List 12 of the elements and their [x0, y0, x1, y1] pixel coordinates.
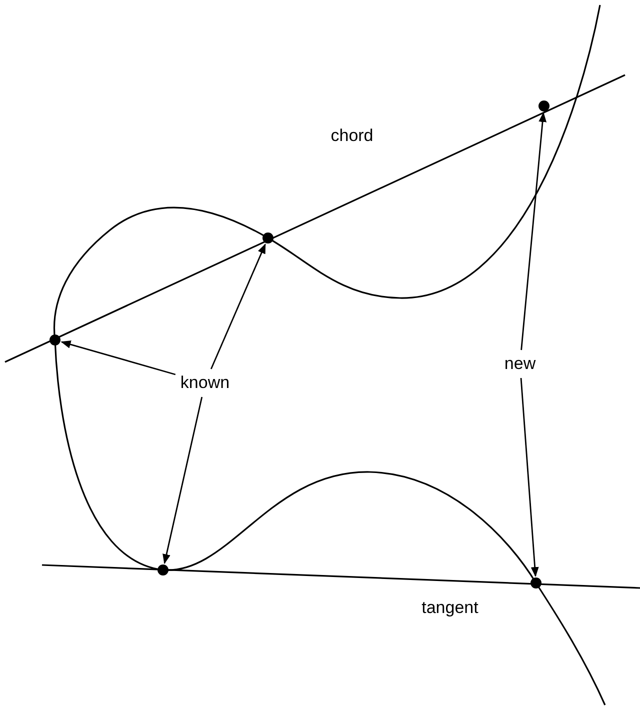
line-label: chord	[330, 125, 374, 147]
point-dot	[538, 100, 550, 112]
line-label: tangent	[420, 597, 480, 619]
point-dot	[158, 564, 168, 576]
arrow	[520, 112, 547, 350]
arrow	[210, 243, 266, 370]
arrow	[520, 378, 539, 577]
point-dot	[50, 334, 60, 346]
point-dot	[530, 578, 542, 588]
point-dot	[262, 232, 274, 244]
arrow	[162, 396, 203, 564]
arrow	[60, 340, 176, 376]
